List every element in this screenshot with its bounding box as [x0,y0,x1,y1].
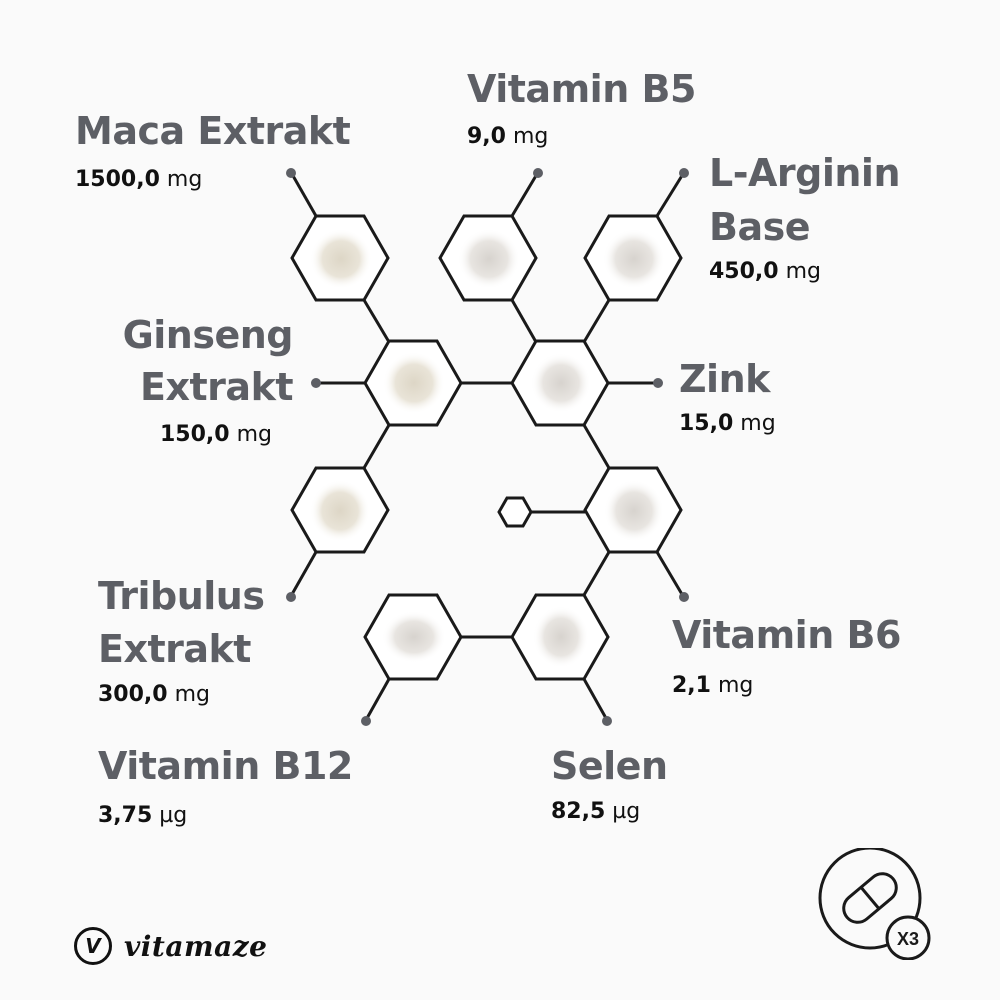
ingredient-amount-tribulus: 300,0 mg [98,682,210,707]
ingredient-name-l-arginin-line2: Base [709,205,811,249]
brand-logo: V vitamaze [74,927,267,965]
ingredient-name-selen: Selen [551,744,668,788]
ingredient-name-vitamin-b5: Vitamin B5 [467,67,696,111]
ingredient-amount-zink: 15,0 mg [679,411,776,436]
hex-ginseng [363,339,463,427]
dose-count: X3 [897,929,919,949]
hex-selen [510,593,610,681]
hex-b5 [438,214,538,302]
ingredient-name-ginseng-line2: Extrakt [140,365,293,409]
ingredient-name-ginseng-line1: Ginseng [122,313,294,357]
hex-zink [510,339,610,427]
hex-tribulus [290,466,390,554]
ingredient-amount-maca: 1500,0 mg [75,167,203,192]
ingredient-name-vitamin-b12: Vitamin B12 [98,744,353,788]
ingredient-name-maca: Maca Extrakt [75,109,351,153]
ingredient-name-tribulus-line2: Extrakt [98,627,251,671]
ingredient-amount-vitamin-b6: 2,1 mg [672,673,754,698]
brand-mark-icon: V [74,927,112,965]
ingredient-name-zink: Zink [679,357,770,401]
capsule-icon [842,872,898,924]
hex-small [497,496,533,528]
ingredient-amount-l-arginin: 450,0 mg [709,259,821,284]
ingredient-name-tribulus-line1: Tribulus [98,574,265,618]
dose-badge: X3 [818,846,948,964]
ingredient-amount-vitamin-b12: 3,75 µg [98,803,188,828]
ingredient-name-vitamin-b6: Vitamin B6 [672,613,901,657]
hex-b12 [363,593,463,681]
brand-name: vitamaze [124,929,268,963]
ingredient-name-l-arginin-line1: L-Arginin [709,151,901,195]
hex-arginin [583,214,683,302]
hex-b6 [583,466,683,554]
ingredient-amount-vitamin-b5: 9,0 mg [467,124,549,149]
hex-maca [290,214,390,302]
ingredient-amount-ginseng: 150,0 mg [160,422,272,447]
ingredient-amount-selen: 82,5 µg [551,799,641,824]
